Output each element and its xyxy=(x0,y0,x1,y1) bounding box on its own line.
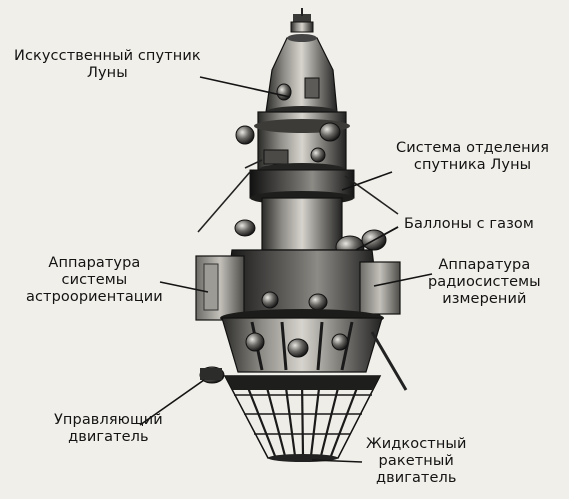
label-separation-system: Система отделения спутника Луны xyxy=(396,140,550,173)
control-engine xyxy=(199,366,225,384)
antennas xyxy=(197,159,399,233)
label-astro-orientation: Аппаратура системы астроориентации xyxy=(26,255,163,305)
leader-separation xyxy=(341,171,393,191)
top-antenna xyxy=(290,8,314,33)
label-lunar-satellite: Искусственный спутник Луны xyxy=(14,48,201,81)
leader-liquid-engine xyxy=(311,459,363,463)
leader-astro xyxy=(159,281,209,293)
lower-frame xyxy=(221,317,408,391)
leader-satellite xyxy=(199,76,291,98)
label-gas-tanks: Баллоны с газом xyxy=(404,216,534,232)
equipment-ring xyxy=(195,249,401,327)
leader-gas-2 xyxy=(355,226,399,251)
label-control-engine: Управляющий двигатель xyxy=(54,412,163,445)
leader-control-engine xyxy=(139,379,205,426)
liquid-rocket-engine xyxy=(223,375,382,462)
leader-lines xyxy=(139,76,433,463)
label-liquid-rocket-engine: Жидкостный ракетный двигатель xyxy=(366,436,467,486)
lunar-satellite xyxy=(265,34,338,118)
mid-cylinder xyxy=(234,197,343,251)
label-radio-measurement: Аппаратура радиосистемы измерений xyxy=(428,257,541,307)
separation-ring xyxy=(235,111,355,205)
leader-radio xyxy=(373,273,433,287)
